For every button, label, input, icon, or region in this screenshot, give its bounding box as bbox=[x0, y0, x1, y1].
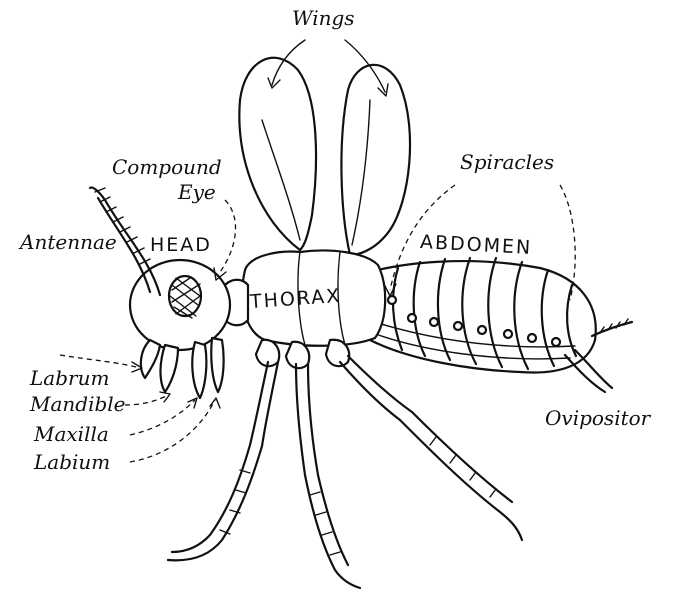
compound-eye-label: Compound bbox=[112, 157, 222, 177]
labium-label: Labium bbox=[34, 452, 110, 472]
spiracles-label: Spiracles bbox=[460, 152, 554, 172]
wings-label: Wings bbox=[292, 8, 355, 28]
left-wing bbox=[239, 58, 316, 250]
head-label: HEAD bbox=[150, 236, 212, 255]
ovipositor-label: Ovipositor bbox=[545, 408, 650, 428]
antennae-label: Antennae bbox=[20, 232, 117, 252]
compound-eye-label-line2: Eye bbox=[178, 182, 216, 202]
right-wing bbox=[341, 65, 410, 255]
mandible-label: Mandible bbox=[30, 394, 126, 414]
labrum-label: Labrum bbox=[30, 368, 109, 388]
maxilla-label: Maxilla bbox=[34, 424, 109, 444]
